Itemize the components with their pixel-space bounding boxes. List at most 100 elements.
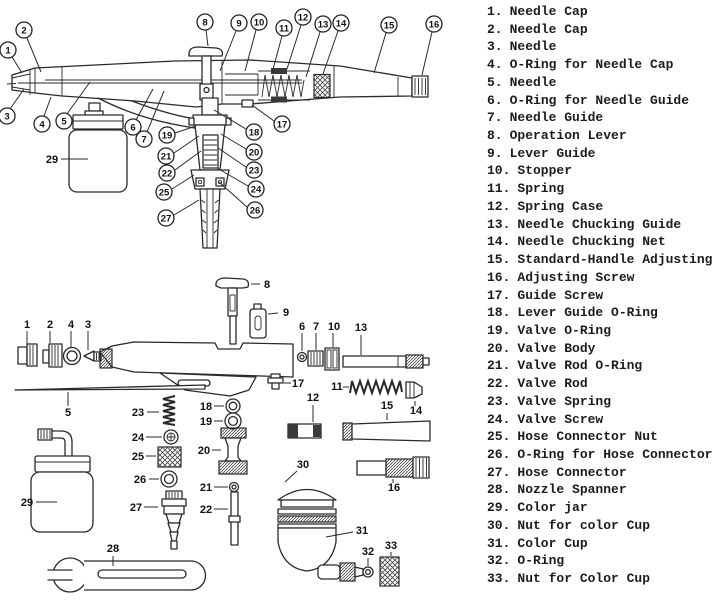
part-name: O-Ring for Needle Guide: [509, 92, 690, 108]
callout-9: 9: [219, 14, 248, 72]
part-number: 7.: [487, 110, 503, 126]
callout-number: 5: [61, 116, 67, 127]
parts-list-item: 29.Color jar: [487, 499, 719, 517]
part-1-needle-cap: 1: [17, 319, 38, 367]
callout-number: 3: [4, 111, 9, 122]
callout-number: 2: [21, 25, 26, 36]
part-name: Color Cup: [517, 535, 588, 551]
part-label: 29: [21, 497, 33, 509]
part-20-valve-body: 20: [198, 427, 248, 475]
part-30-cup-lid: 30: [277, 459, 337, 508]
callout-number: 25: [159, 187, 170, 198]
callout-2: 2: [15, 21, 42, 73]
part-name: Lever Guide O-Ring: [517, 305, 658, 321]
part-17-guide-screw: 17: [267, 373, 304, 390]
part-32-o-ring: 32: [362, 546, 374, 578]
parts-list-item: 24.Valve Screw: [487, 411, 719, 429]
part-label: 25: [132, 451, 144, 463]
part-name: O-Ring: [517, 553, 565, 569]
part-number: 21.: [487, 358, 511, 374]
callout-number: 10: [254, 17, 265, 28]
callout-number: 19: [162, 130, 173, 141]
parts-list-item: 18.Lever Guide O-Ring: [487, 304, 719, 322]
callout-number: 26: [250, 205, 261, 216]
part-28-nozzle-spanner: 28: [45, 543, 207, 593]
part-name: Nut for color Cup: [517, 517, 651, 533]
callout-number: 18: [249, 127, 260, 138]
part-6-o-ring: 6: [296, 321, 308, 363]
part-number: 31.: [487, 535, 511, 551]
part-name: Needle Chucking Guide: [517, 216, 682, 232]
part-12-spring-case: 12: [287, 392, 322, 439]
part-name: Nozzle Spanner: [517, 482, 627, 498]
part-number: 29.: [487, 500, 511, 516]
parts-list-item: 31. Color Cup: [487, 535, 719, 553]
part-14-needle-chucking-net: 14: [405, 381, 423, 417]
callout-number: 7: [141, 134, 146, 145]
parts-list-item: 23.Valve Spring: [487, 393, 719, 411]
callout-number: 8: [202, 17, 207, 28]
part-label: 8: [264, 279, 270, 291]
part-label: 14: [410, 405, 423, 417]
callout-21: 21: [157, 135, 200, 165]
assembled-view: 1 2 3 4 5 6 7 8 9 10 11 12 13 14 15 16 1…: [0, 8, 443, 249]
parts-list-item: 5.Needle: [487, 74, 719, 92]
part-number: 13.: [487, 216, 511, 232]
parts-list-item: 33.Nut for Color Cup: [487, 570, 719, 588]
callout-number: 14: [336, 18, 347, 29]
callout-18: 18: [213, 109, 263, 141]
part-label: 5: [65, 407, 71, 419]
callout-number: 12: [298, 12, 309, 23]
part-26-o-ring: 26: [134, 470, 178, 488]
parts-list-item: 13. Needle Chucking Guide: [487, 216, 719, 234]
part-name: Needle Chucking Net: [517, 234, 666, 250]
parts-list-item: 16.Adjusting Screw: [487, 269, 719, 287]
part-25-hose-connector-nut: 25: [132, 446, 182, 468]
part-label: 17: [292, 378, 304, 390]
part-number: 9.: [487, 145, 503, 161]
airbrush-body: [6, 46, 429, 249]
part-name: Needle Guide: [509, 110, 604, 126]
callout-1: 1: [0, 41, 23, 74]
part-15-handle: 15: [342, 400, 431, 442]
airbrush-diagrams: 1 2 3 4 5 6 7 8 9 10 11 12 13 14 15 16 1…: [0, 8, 443, 593]
exploded-view: 1 2 4 3: [14, 277, 431, 593]
part-name: Valve Rod O-Ring: [517, 358, 643, 374]
part-13-needle-chucking-guide: 13: [342, 322, 430, 369]
callout-number: 20: [249, 147, 260, 158]
part-label: 30: [297, 459, 309, 471]
part-label: 9: [283, 307, 289, 319]
part-5-needle: 5: [14, 384, 206, 419]
part-number: 27.: [487, 464, 511, 480]
part-name: Standard-Handle Adjusting: [517, 252, 713, 268]
callout-number: 17: [277, 119, 288, 130]
part-label: 10: [328, 321, 340, 333]
part-label: 4: [68, 319, 75, 331]
callout-number: 23: [249, 165, 260, 176]
part-label: 28: [107, 543, 119, 555]
part-number: 5.: [487, 74, 503, 90]
callout-number: 27: [161, 213, 172, 224]
part-16-adjusting-screw: 16: [356, 456, 430, 494]
part-number: 28.: [487, 482, 511, 498]
parts-list-item: 22.Valve Rod: [487, 375, 719, 393]
part-name: Guide Screw: [517, 287, 604, 303]
part-label: 26: [134, 474, 146, 486]
part-label: 12: [307, 392, 319, 404]
part-33-cup-nut: 33: [379, 540, 400, 587]
callout-11: 11: [271, 19, 293, 74]
part-name: O-Ring for Hose Connector: [517, 446, 713, 462]
part-4-o-ring: 4: [62, 319, 82, 366]
parts-list-item: 30.Nut for color Cup: [487, 517, 719, 535]
part-label: 33: [385, 540, 397, 552]
part-24-valve-screw: 24: [132, 429, 179, 445]
part-name: Needle Cap: [509, 21, 588, 37]
part-label: 2: [47, 319, 53, 331]
callout-3: 3: [0, 88, 25, 125]
part-number: 2.: [487, 21, 503, 37]
callout-number: 11: [279, 23, 290, 34]
callout-7: 7: [135, 90, 165, 148]
part-number: 11.: [487, 181, 511, 197]
part-label: 20: [198, 445, 210, 457]
parts-list-item: 17.Guide Screw: [487, 287, 719, 305]
